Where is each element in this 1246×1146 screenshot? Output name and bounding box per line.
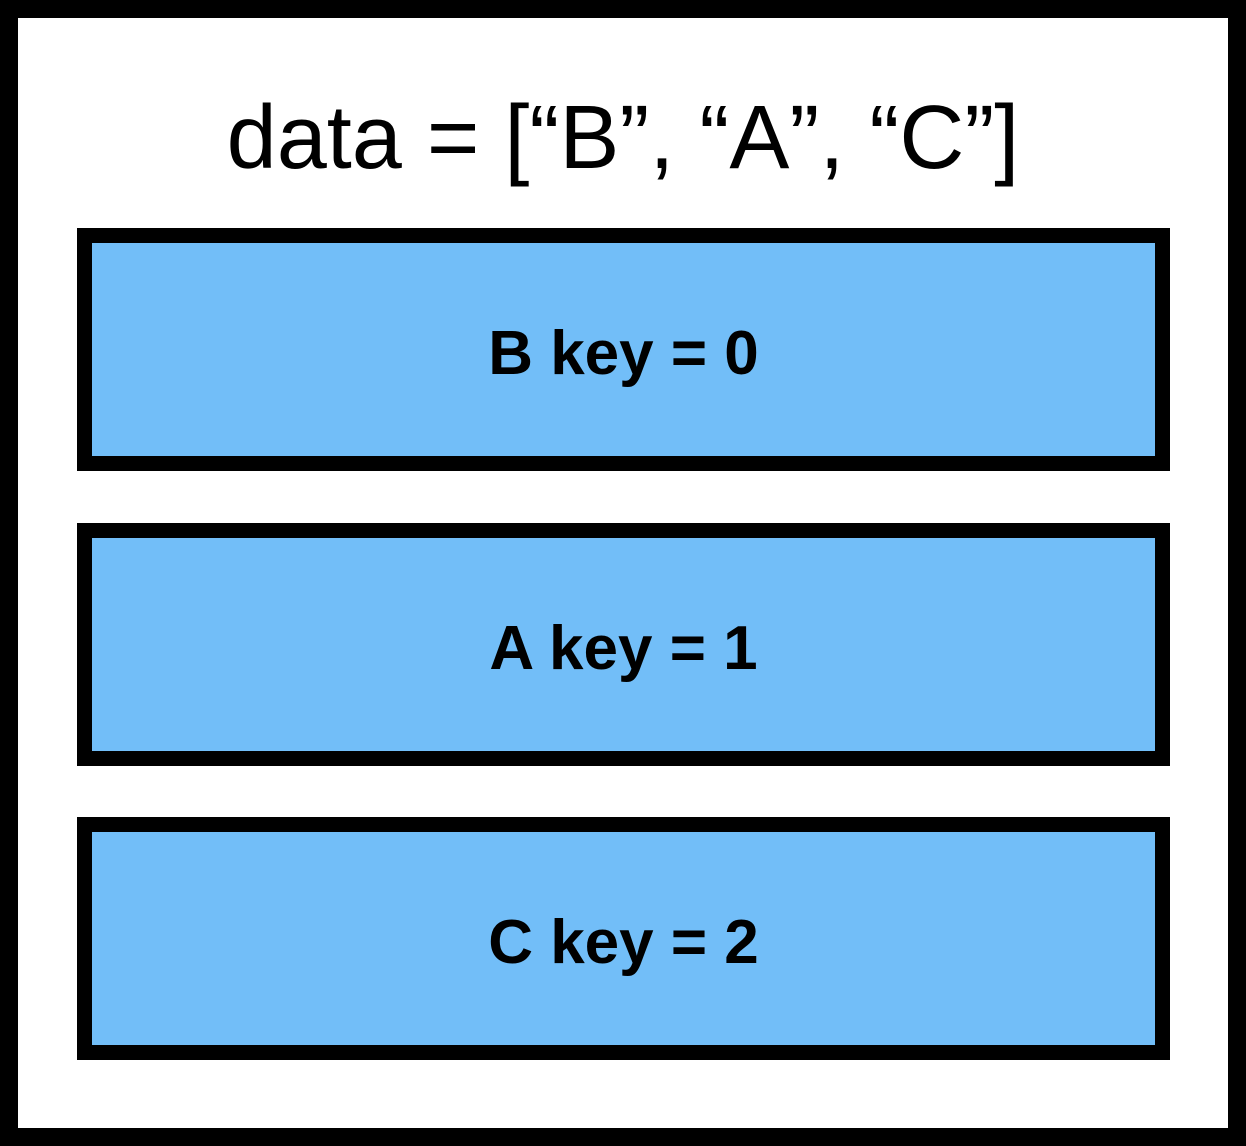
array-item-box-c: C key = 2 (77, 817, 1170, 1060)
array-item-label: C key = 2 (488, 908, 759, 977)
array-item-label: B key = 0 (488, 319, 759, 388)
diagram-title: data = [“B”, “A”, “C”] (226, 88, 1020, 188)
array-item-box-b: B key = 0 (77, 228, 1170, 471)
array-item-box-a: A key = 1 (77, 523, 1170, 766)
array-item-label: A key = 1 (489, 614, 758, 683)
